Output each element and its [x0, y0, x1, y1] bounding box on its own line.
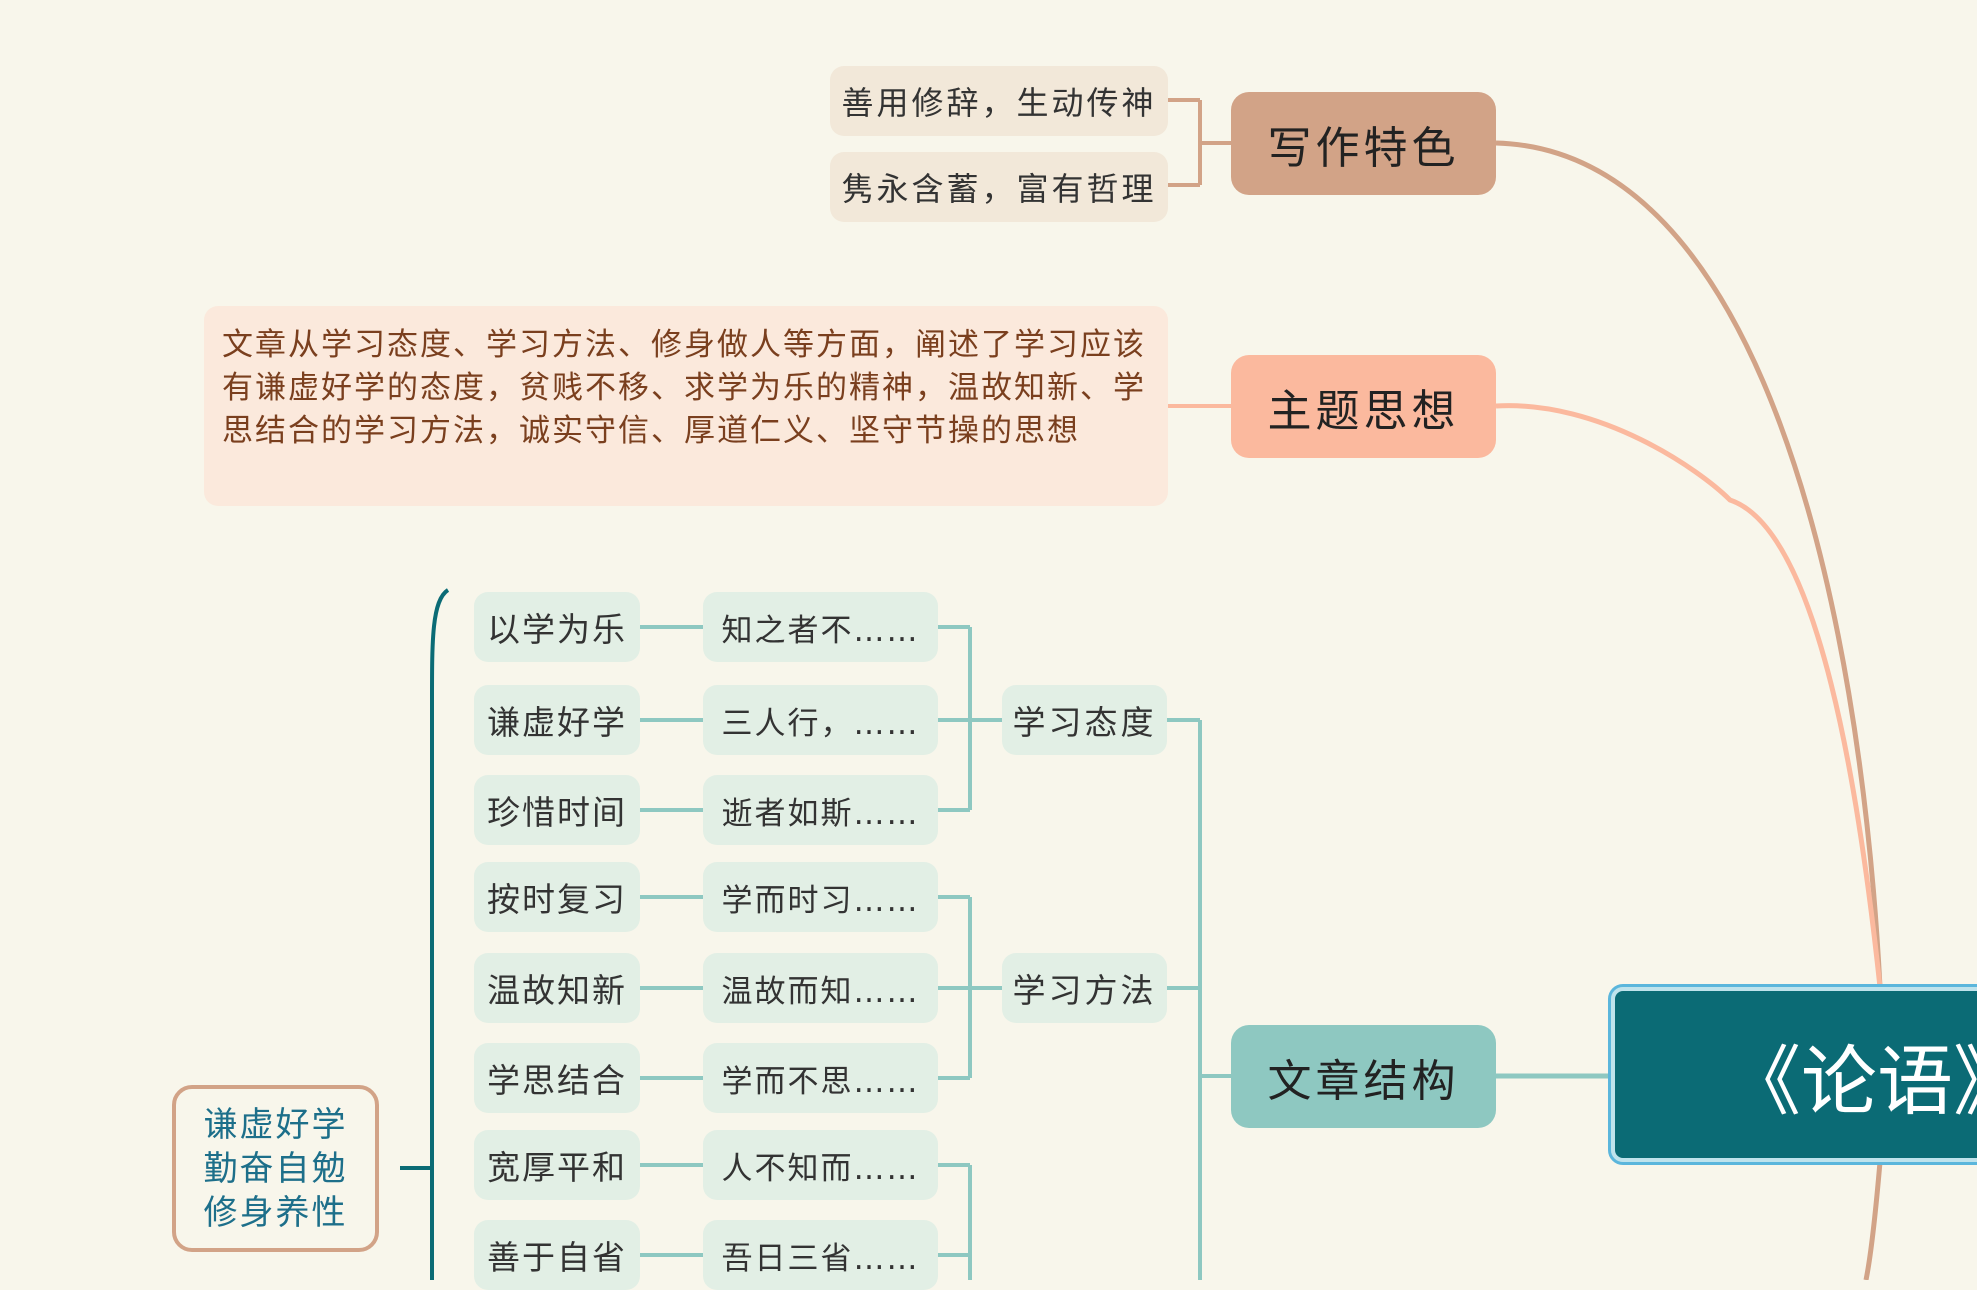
theme-text: 善于自省: [487, 1238, 627, 1277]
category-label: 主题思想: [1267, 385, 1460, 437]
theme-node[interactable]: 宽厚平和: [474, 1130, 640, 1200]
subtopic-label: 学习态度: [1012, 703, 1157, 742]
theme-node[interactable]: 温故知新: [474, 953, 640, 1023]
theme-node[interactable]: 按时复习: [474, 862, 640, 932]
root-title: 《论语》: [1725, 1036, 1977, 1126]
theme-description[interactable]: 文章从学习态度、学习方法、修身做人等方面，阐述了学习应该有谦虚好学的态度，贫贱不…: [204, 306, 1168, 506]
theme-text: 按时复习: [487, 880, 627, 919]
quote-text: 学而时习……: [721, 882, 920, 919]
theme-text: 温故知新: [487, 971, 627, 1010]
quote-text: 知之者不……: [721, 612, 920, 649]
subtopic-label: 学习方法: [1012, 971, 1157, 1010]
writing-item-text: 隽永含蓄，富有哲理: [841, 170, 1157, 208]
root-topic[interactable]: 《论语》: [1608, 984, 1977, 1165]
quote-node[interactable]: 逝者如斯……: [703, 775, 938, 845]
theme-node[interactable]: 善于自省: [474, 1220, 640, 1290]
quote-node[interactable]: 学而不思……: [703, 1043, 938, 1113]
quote-text: 学而不思……: [721, 1063, 920, 1100]
theme-node[interactable]: 学思结合: [474, 1043, 640, 1113]
summary-note-text: 谦虚好学 勤奋自勉 修身养性: [203, 1104, 348, 1233]
theme-text: 谦虚好学: [487, 703, 627, 742]
theme-text: 学思结合: [487, 1061, 627, 1100]
theme-node[interactable]: 谦虚好学: [474, 685, 640, 755]
writing-item[interactable]: 善用修辞，生动传神: [830, 66, 1168, 136]
theme-text: 珍惜时间: [487, 793, 627, 832]
quote-text: 逝者如斯……: [721, 795, 920, 832]
category-label: 文章结构: [1267, 1055, 1460, 1107]
subtopic-learning-method[interactable]: 学习方法: [1002, 953, 1167, 1023]
quote-node[interactable]: 知之者不……: [703, 592, 938, 662]
quote-node[interactable]: 三人行，……: [703, 685, 938, 755]
quote-node[interactable]: 学而时习……: [703, 862, 938, 932]
theme-node[interactable]: 以学为乐: [474, 592, 640, 662]
category-structure[interactable]: 文章结构: [1231, 1025, 1496, 1128]
quote-node[interactable]: 吾日三省……: [703, 1220, 938, 1290]
category-label: 写作特色: [1267, 122, 1460, 174]
quote-text: 吾日三省……: [721, 1240, 920, 1277]
category-theme[interactable]: 主题思想: [1231, 355, 1496, 458]
category-writing-features[interactable]: 写作特色: [1231, 92, 1496, 195]
quote-text: 人不知而……: [721, 1150, 920, 1187]
subtopic-learning-attitude[interactable]: 学习态度: [1002, 685, 1167, 755]
quote-text: 三人行，……: [721, 705, 920, 742]
theme-description-text: 文章从学习态度、学习方法、修身做人等方面，阐述了学习应该有谦虚好学的态度，贫贱不…: [222, 327, 1146, 449]
writing-item-text: 善用修辞，生动传神: [841, 84, 1157, 122]
quote-node[interactable]: 人不知而……: [703, 1130, 938, 1200]
theme-text: 以学为乐: [487, 610, 627, 649]
writing-item[interactable]: 隽永含蓄，富有哲理: [830, 152, 1168, 222]
quote-text: 温故而知……: [721, 973, 920, 1010]
theme-node[interactable]: 珍惜时间: [474, 775, 640, 845]
theme-text: 宽厚平和: [487, 1148, 627, 1187]
summary-note[interactable]: 谦虚好学 勤奋自勉 修身养性: [172, 1085, 379, 1252]
quote-node[interactable]: 温故而知……: [703, 953, 938, 1023]
